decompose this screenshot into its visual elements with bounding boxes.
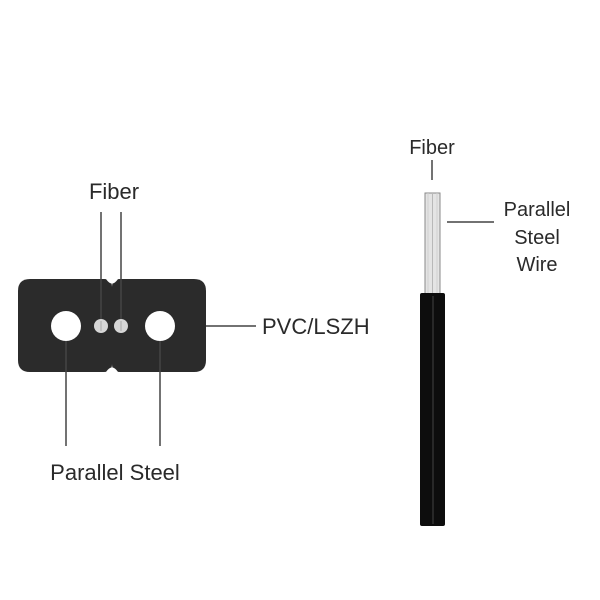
cable-cross-section: Fiber PVC/LSZH Parallel Steel — [18, 179, 370, 485]
cross-section-fiber-label: Fiber — [89, 179, 139, 204]
side-steel-label-line-3: Wire — [516, 254, 557, 276]
cable-side-view: Fiber Parallel Steel Wire — [409, 137, 570, 526]
sheath-label: PVC/LSZH — [262, 314, 370, 339]
steel-wire-left — [51, 311, 81, 341]
cross-section-steel-label: Parallel Steel — [50, 460, 180, 485]
side-steel-label-line-1: Parallel — [504, 199, 571, 221]
jacket-groove-bottom — [106, 367, 118, 372]
jacket-groove-top — [106, 279, 118, 284]
side-fiber-label: Fiber — [409, 137, 455, 159]
side-steel-label-line-2: Steel — [514, 227, 560, 249]
steel-wire-right — [145, 311, 175, 341]
